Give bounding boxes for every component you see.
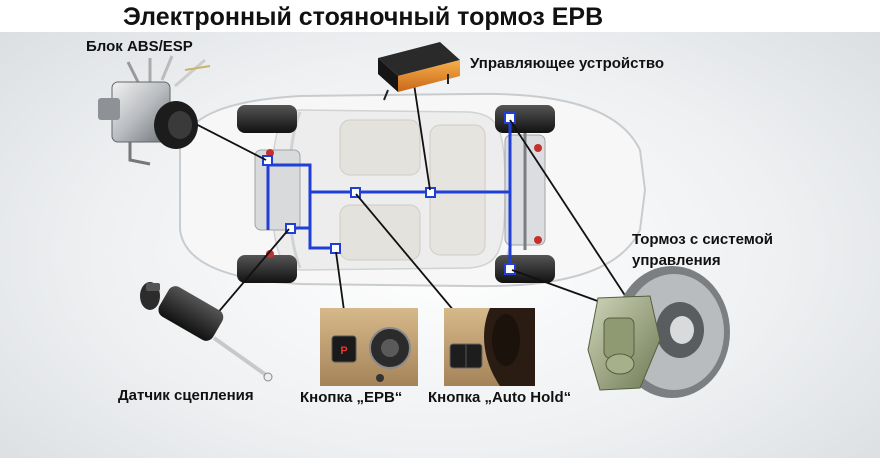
control-unit-icon (378, 42, 460, 101)
epb-switch-icon: P (320, 308, 418, 386)
autohold-switch-icon (444, 308, 535, 386)
label-autohold-button: Кнопка „Auto Hold“ (428, 389, 572, 406)
label-brake-with-control: Тормоз с системой управления (632, 229, 822, 271)
label-brake-line1: Тормоз с системой (632, 231, 774, 248)
svg-text:P: P (340, 345, 347, 357)
car-top-view (179, 92, 647, 288)
brake-caliper-disc-icon (587, 266, 730, 398)
clutch-sensor-icon (140, 282, 273, 382)
label-epb-button: Кнопка „EPB“ (300, 389, 403, 406)
label-clutch-sensor: Датчик сцепления (118, 387, 254, 404)
label-abs-esp-block: Блок ABS/ESP (86, 38, 193, 55)
label-brake-line2: управления (632, 252, 721, 269)
label-control-unit: Управляющее устройство (470, 55, 665, 72)
diagram-title: Электронный стояночный тормоз EPB (123, 3, 604, 31)
title-bar (0, 0, 880, 32)
abs-esp-module-icon (98, 55, 211, 166)
